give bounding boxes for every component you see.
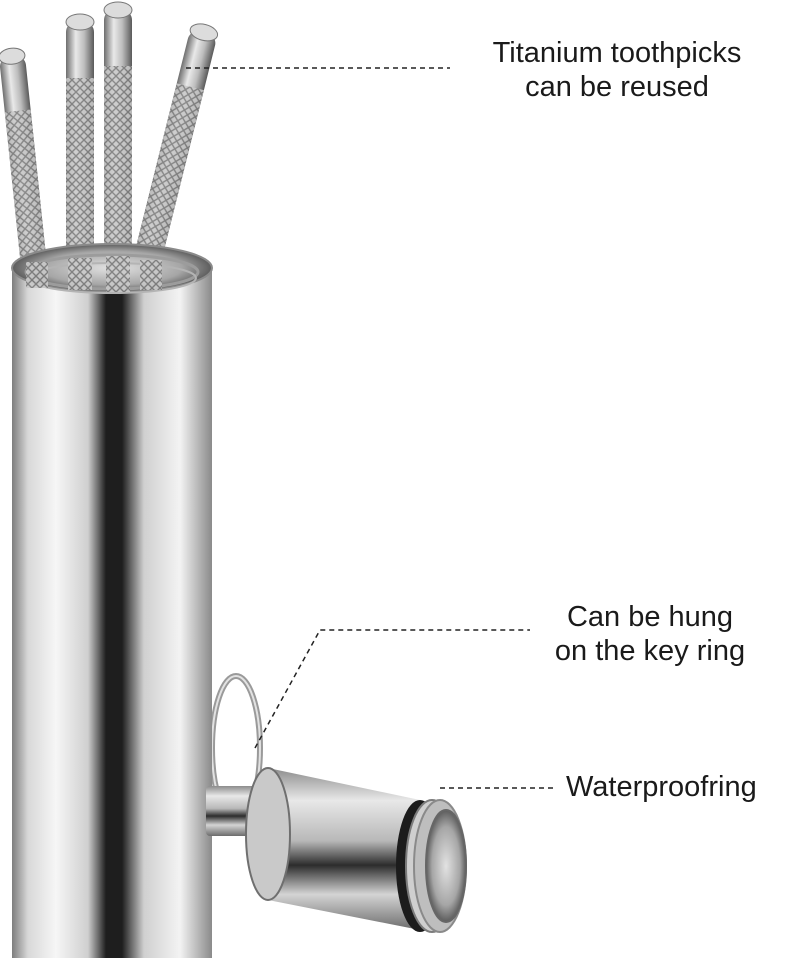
toothpick-holder-tube xyxy=(11,243,213,958)
toothpick-bases xyxy=(26,256,162,292)
waterproof-ring xyxy=(396,799,467,933)
leader-lines xyxy=(186,67,556,789)
toothpick-1 xyxy=(0,47,50,297)
callout-waterproof: Waterproofring xyxy=(566,770,800,804)
callout-toothpicks-line2: can be reused xyxy=(525,71,709,103)
callout-toothpicks-line1: Titanium toothpicks xyxy=(492,37,742,69)
toothpick-4 xyxy=(126,23,219,293)
callout-waterproof-line1: Waterproofring xyxy=(566,771,757,803)
callout-keyring: Can be hung on the key ring xyxy=(520,600,780,668)
callout-keyring-line2: on the key ring xyxy=(554,635,746,667)
callout-keyring-line1: Can be hung xyxy=(566,601,734,633)
toothpicks xyxy=(0,1,219,297)
toothpick-2 xyxy=(65,13,95,292)
leader-line-keyring xyxy=(254,629,530,749)
screw-cap xyxy=(206,767,467,933)
callout-toothpicks: Titanium toothpicks can be reused xyxy=(452,36,782,104)
